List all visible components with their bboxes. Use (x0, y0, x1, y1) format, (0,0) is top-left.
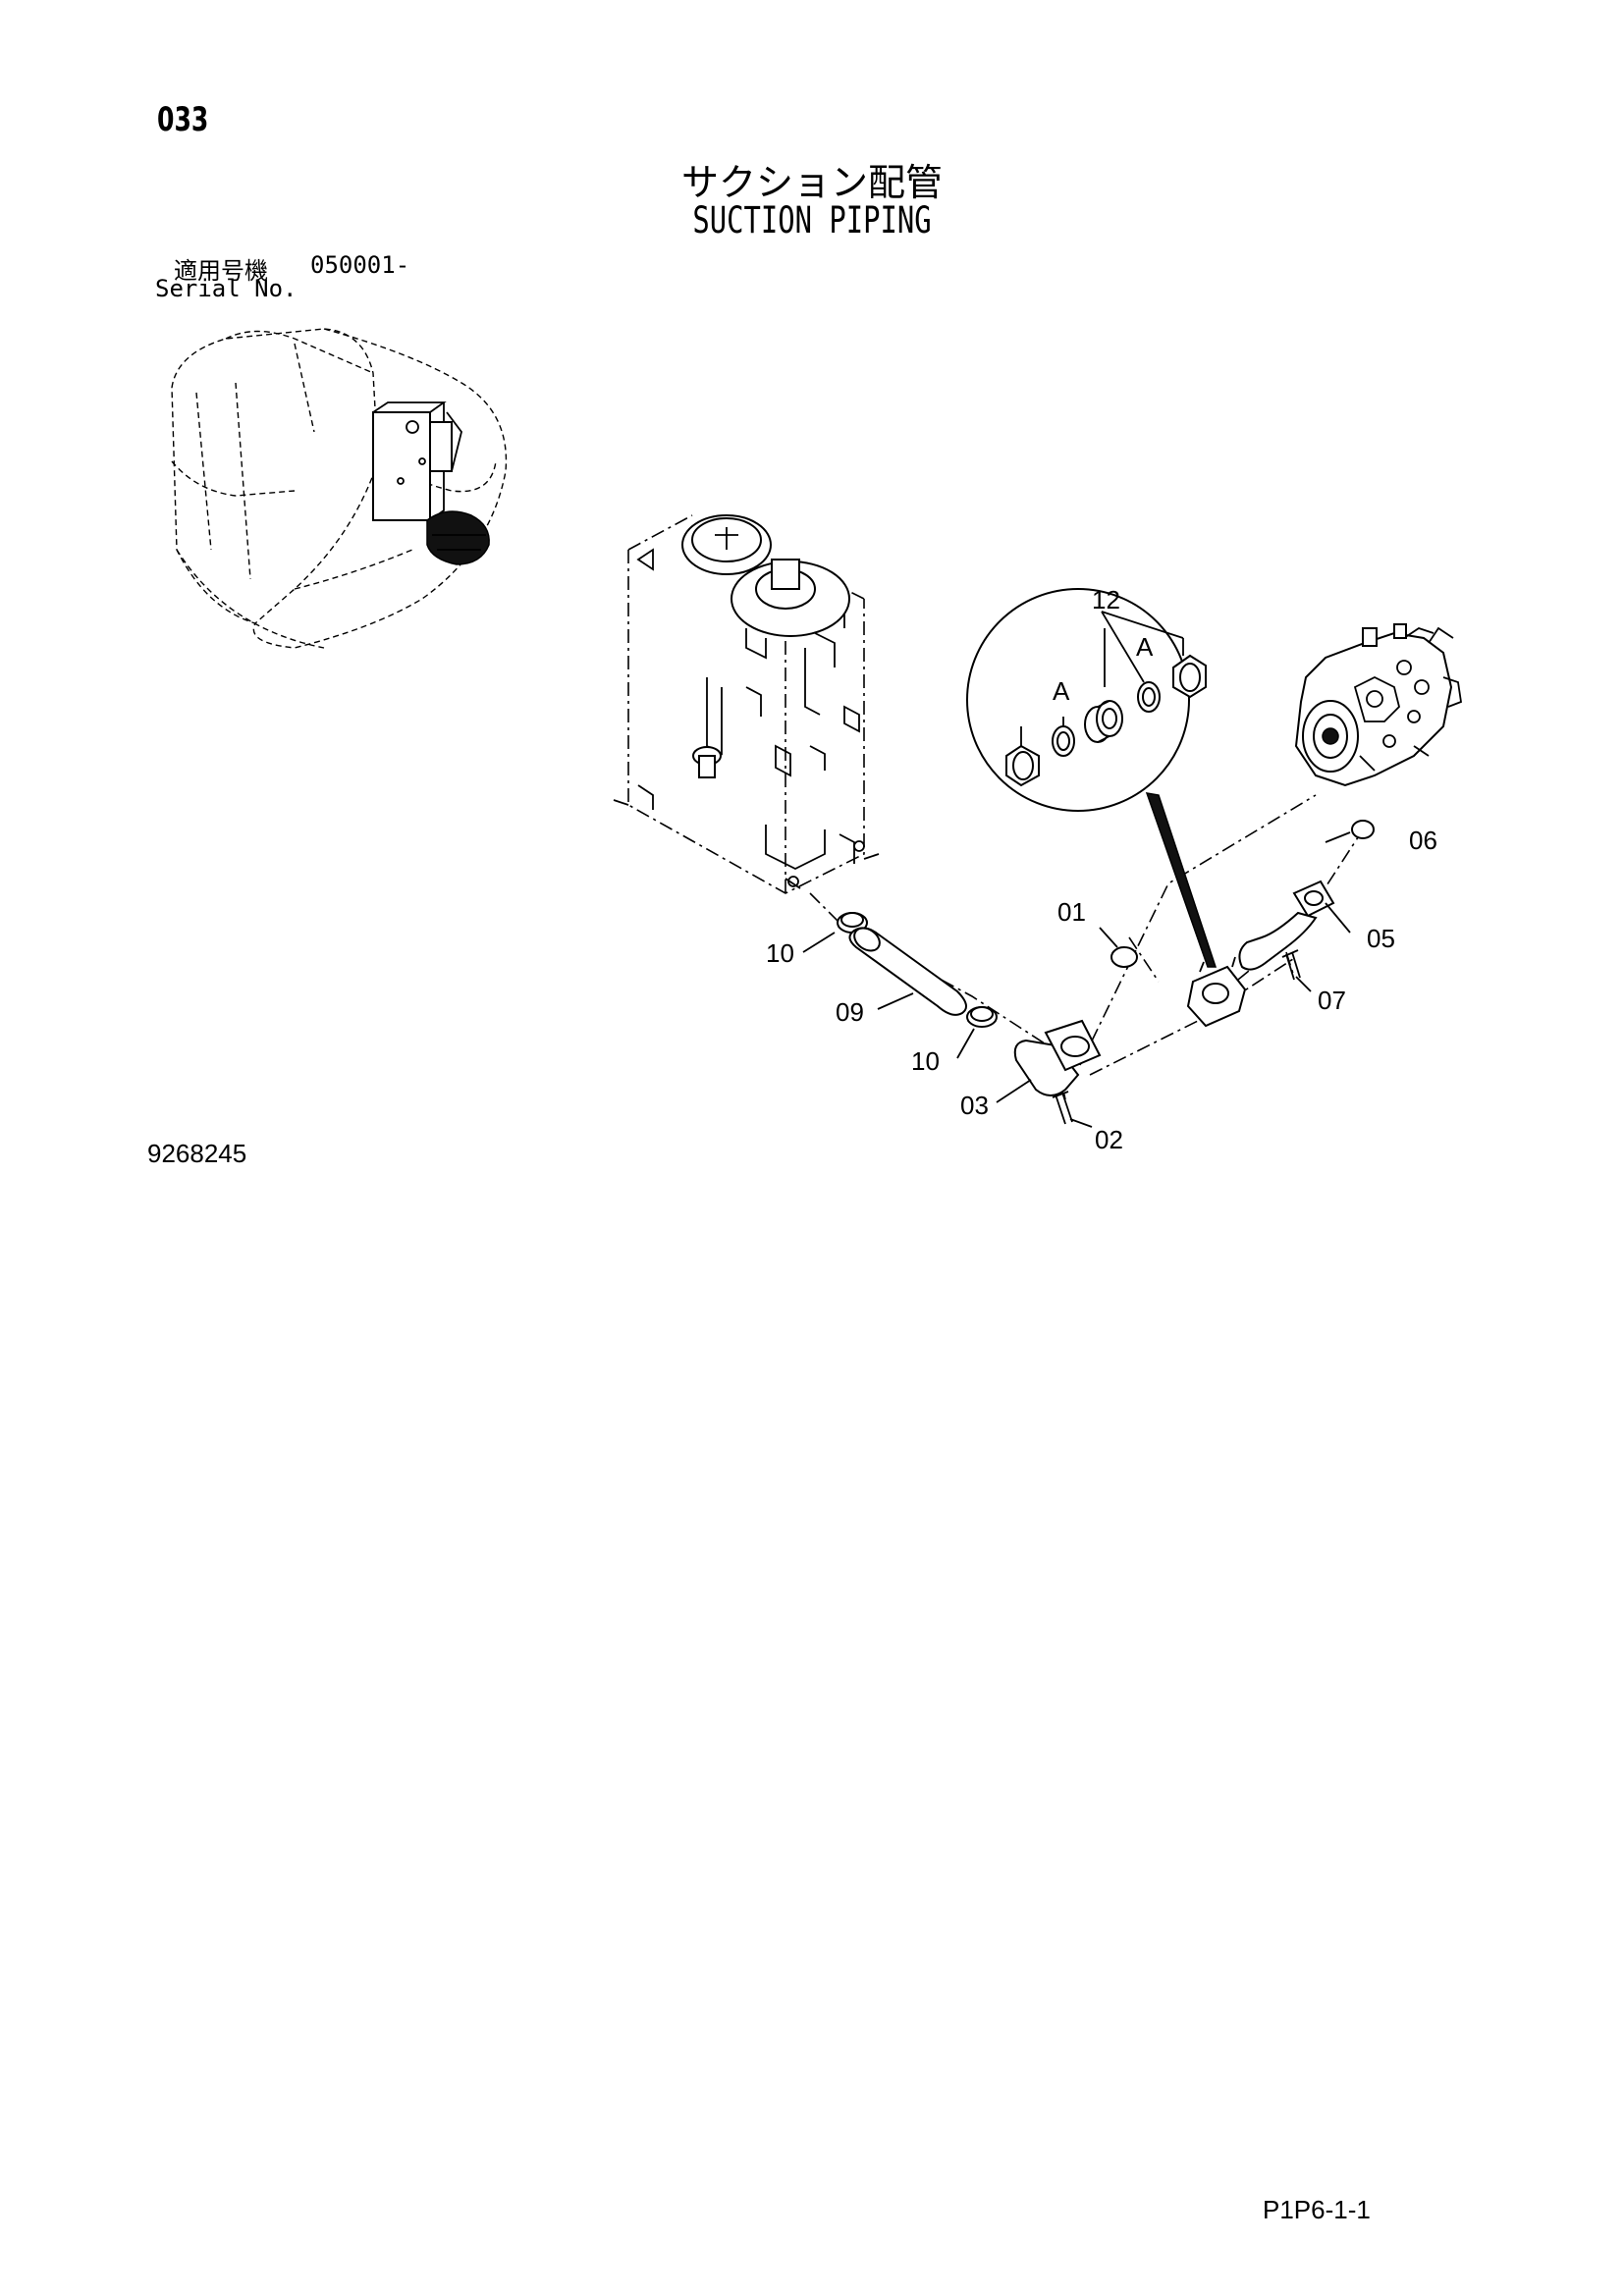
detail-view-circle (966, 588, 1207, 812)
serial-label-japanese: 適用号機 (174, 257, 268, 285)
page-number: 033 (157, 100, 209, 139)
callout-12: 12 (1092, 585, 1120, 614)
callout-07: 07 (1318, 986, 1346, 1015)
serial-label-english: Serial No. (155, 275, 298, 302)
title-japanese: サクション配管 (680, 161, 943, 204)
callout-labels: 12 A A 06 01 05 10 07 09 10 03 02 (766, 585, 1437, 1154)
callout-a-left: A (1053, 676, 1070, 706)
hydraulic-tank-illustration (613, 514, 880, 894)
callout-09: 09 (836, 997, 864, 1027)
drawing-number: 9268245 (147, 1139, 247, 1168)
callout-01: 01 (1057, 897, 1086, 927)
callout-leaders (802, 831, 1351, 1128)
callout-a-right: A (1136, 632, 1154, 662)
callout-10-upper: 10 (766, 938, 794, 968)
callout-02: 02 (1095, 1125, 1123, 1154)
hydraulic-pump-illustration (1294, 623, 1462, 787)
machine-overview-illustration (171, 328, 508, 649)
suction-piping-parts (809, 792, 1375, 1125)
page-reference: P1P6-1-1 (1263, 2195, 1371, 2224)
title-english: SUCTION PIPING (692, 199, 932, 241)
callout-10-lower: 10 (911, 1046, 940, 1076)
callout-03: 03 (960, 1091, 989, 1120)
callout-05: 05 (1367, 924, 1395, 953)
serial-number-value: 050001- (310, 251, 410, 279)
callout-06: 06 (1409, 826, 1437, 855)
